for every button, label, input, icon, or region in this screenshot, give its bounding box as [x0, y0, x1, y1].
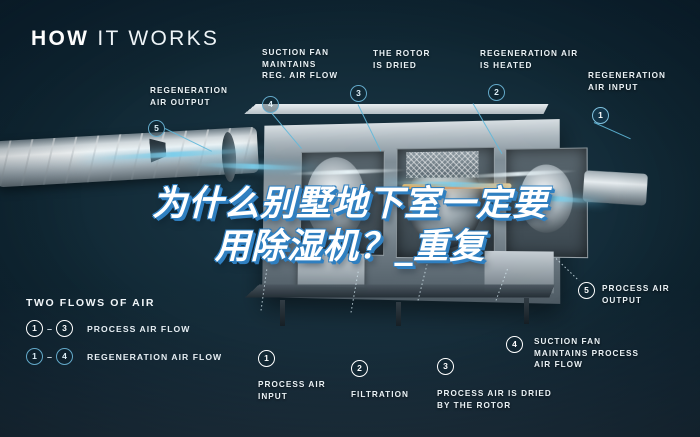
marker-1-process-input[interactable]: 1 — [258, 350, 275, 367]
legend-marker-from: 1 — [26, 348, 43, 365]
marker-4-suction-fan-reg[interactable]: 4 — [262, 96, 279, 113]
label-process-air-output: PROCESS AIR OUTPUT — [602, 284, 670, 305]
label-suction-fan-reg: SUCTION FAN MAINTAINS REG. AIR FLOW — [262, 48, 339, 81]
label-suction-fan-process: SUCTION FAN MAINTAINS PROCESS AIR FLOW — [534, 337, 640, 370]
cabinet-leg — [524, 298, 529, 324]
legend-marker-from: 1 — [26, 320, 43, 337]
marker-3-process-dried[interactable]: 3 — [437, 358, 454, 375]
overlay-line-2: 用除湿机？_重复 — [214, 226, 486, 267]
page-title-light: IT WORKS — [97, 27, 220, 50]
label-rotor-is-dried: THE ROTOR IS DRIED — [373, 49, 431, 70]
marker-2-regen-heated[interactable]: 2 — [488, 84, 505, 101]
label-process-air-input: PROCESS AIR INPUT — [258, 380, 326, 401]
label-process-air-dried: PROCESS AIR IS DRIED BY THE ROTOR — [437, 389, 552, 410]
filter-mesh — [406, 151, 479, 179]
cabinet-top-panel — [243, 103, 549, 115]
marker-2-filtration[interactable]: 2 — [351, 360, 368, 377]
marker-1-regeneration-input[interactable]: 1 — [592, 107, 609, 124]
marker-3-rotor-dried[interactable]: 3 — [350, 85, 367, 102]
legend-label-regeneration-air-flow: REGENERATION AIR FLOW — [87, 351, 223, 362]
label-regeneration-air-heated: REGENERATION AIR IS HEATED — [480, 49, 579, 70]
legend-label-process-air-flow: PROCESS AIR FLOW — [87, 323, 191, 334]
legend-row-regeneration-air: 1 – 4 REGENERATION AIR FLOW — [26, 348, 222, 365]
overlay-line-1: 为什么别墅地下室一定要 — [151, 184, 548, 224]
cabinet-leg — [280, 300, 285, 326]
marker-5-process-output[interactable]: 5 — [578, 282, 595, 299]
legend-row-process-air: 1 – 3 PROCESS AIR FLOW — [26, 320, 222, 337]
leader-line-1-regen — [593, 122, 631, 140]
cabinet-leg — [396, 302, 401, 326]
marker-5-regeneration-output[interactable]: 5 — [148, 120, 165, 137]
legend-dash: – — [47, 323, 53, 334]
label-regeneration-air-output: REGENERATION AIR OUTPUT — [150, 86, 228, 107]
cabinet-base — [244, 284, 555, 298]
page-title-strong: HOW — [31, 27, 90, 50]
legend-dash: – — [47, 351, 53, 362]
legend: TWO FLOWS OF AIR 1 – 3 PROCESS AIR FLOW … — [26, 297, 222, 376]
label-filtration: FILTRATION — [351, 390, 409, 399]
page-title: HOW IT WORKS — [31, 27, 219, 51]
legend-marker-to: 4 — [56, 348, 74, 365]
legend-marker-to: 3 — [56, 320, 74, 337]
marker-4-suction-fan-process[interactable]: 4 — [506, 336, 523, 353]
legend-title: TWO FLOWS OF AIR — [26, 297, 156, 309]
overlay-headline: 为什么别墅地下室一定要 用除湿机？_重复 — [0, 183, 700, 268]
label-regeneration-air-input: REGENERATION AIR INPUT — [588, 71, 666, 92]
